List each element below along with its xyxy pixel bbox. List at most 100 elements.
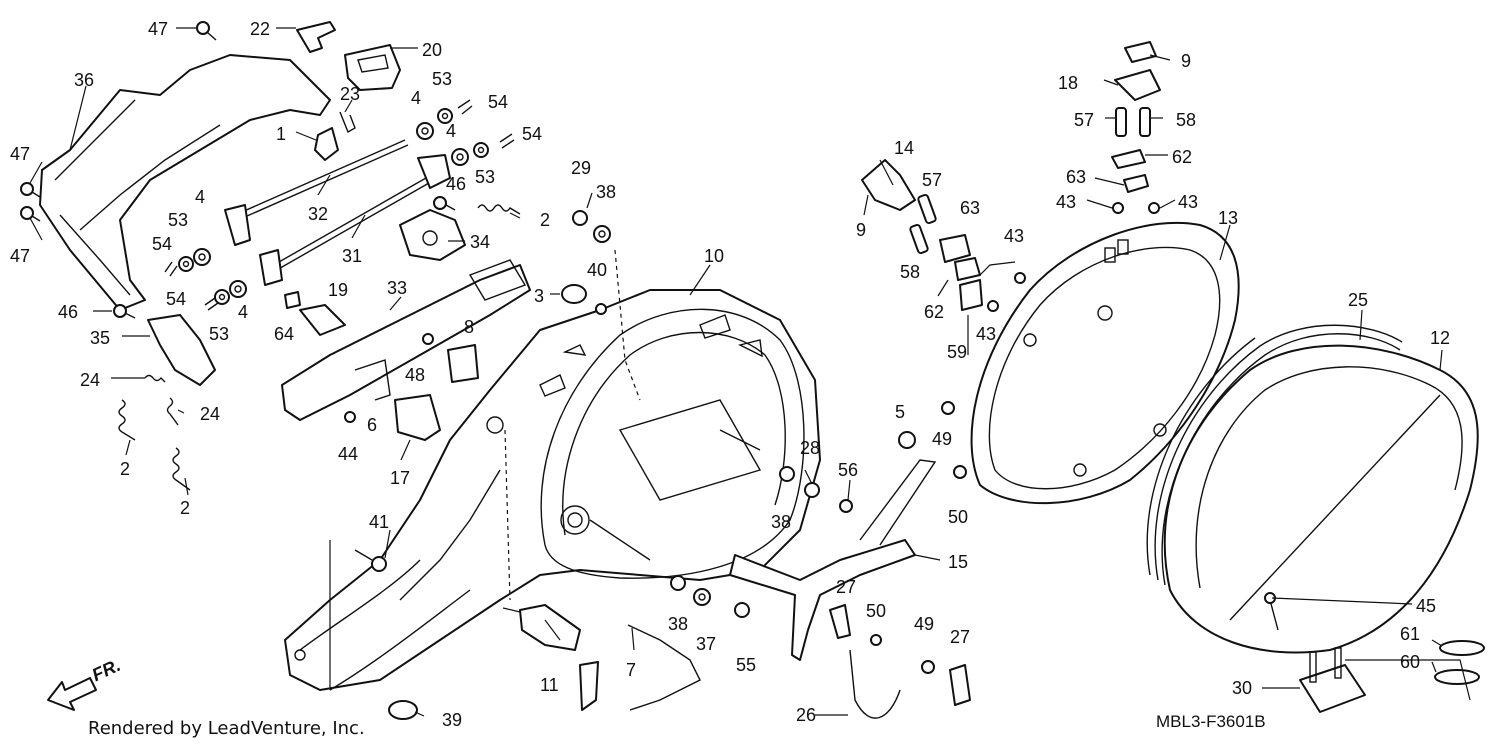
callout-18: 18 [1058,73,1078,93]
callout-27: 27 [836,577,856,597]
callout-40: 40 [587,260,607,280]
callout-47: 47 [10,144,30,164]
callout-62: 62 [1172,147,1192,167]
small-parts [20,21,1485,720]
part-7-cable [627,624,701,711]
callout-57: 57 [1074,110,1094,130]
callout-31: 31 [342,246,362,266]
callout-54: 54 [522,124,542,144]
callout-64: 64 [274,324,294,344]
callout-13: 13 [1218,208,1238,228]
part-6-clip [354,359,391,401]
part-32-rod [234,139,406,216]
callout-3: 3 [534,286,544,306]
callout-43: 43 [1004,226,1024,246]
callout-27: 27 [950,627,970,647]
part-31-rod [264,169,441,271]
callout-44: 44 [338,444,358,464]
callout-23: 23 [340,84,360,104]
callout-38: 38 [596,182,616,202]
washers [178,108,611,305]
callout-36: 36 [74,70,94,90]
callout-4: 4 [411,88,421,108]
part-15-strap [729,539,916,661]
callout-38: 38 [668,614,688,634]
callout-34: 34 [470,232,490,252]
callout-63: 63 [960,198,980,218]
callout-46: 46 [446,174,466,194]
part-10-saddlebag-body[interactable] [284,289,821,691]
callout-37: 37 [696,634,716,654]
callout-43: 43 [1178,192,1198,212]
callout-38: 38 [771,512,791,532]
callout-7: 7 [626,660,636,680]
callout-9: 9 [1181,51,1191,71]
part-35-hinge [147,314,216,386]
callout-20: 20 [422,40,442,60]
callout-32: 32 [308,204,328,224]
part-34-bracket [399,209,466,261]
callout-48: 48 [405,365,425,385]
callout-9: 9 [856,220,866,240]
callout-43: 43 [1056,192,1076,212]
part-1-latch [314,127,339,161]
part-25-seal[interactable] [1146,324,1403,586]
part-46-bolt-b [433,196,456,211]
callout-6: 6 [367,415,377,435]
part-46-bolt [113,304,136,319]
part-17-lock [394,394,441,441]
callout-2: 2 [540,210,550,230]
front-direction-arrow [47,677,97,711]
diagram-code: MBL3-F3601B [1156,712,1266,731]
leader-lines [29,27,1471,717]
part-26-cable [849,649,901,719]
callout-17: 17 [390,468,410,488]
callout-47: 47 [10,246,30,266]
callout-54: 54 [488,92,508,112]
callout-50: 50 [866,601,886,621]
callout-54: 54 [166,289,186,309]
callout-4: 4 [195,187,205,207]
part-14-hinge [861,159,916,211]
callout-39: 39 [442,710,462,730]
callout-19: 19 [328,280,348,300]
callout-4: 4 [446,121,456,141]
callout-22: 22 [250,19,270,39]
part-12-outer-lid[interactable] [1163,344,1479,654]
callout-53: 53 [209,324,229,344]
callout-53: 53 [432,69,452,89]
callout-56: 56 [838,460,858,480]
part-20-handle [344,44,401,91]
callout-53: 53 [475,167,495,187]
part-33-plate [281,264,531,421]
part-13-lid-inner[interactable] [970,221,1240,505]
callout-2: 2 [120,459,130,479]
part-8-clip [447,344,479,383]
callout-46: 46 [58,302,78,322]
callout-24: 24 [80,370,100,390]
callout-43: 43 [976,324,996,344]
callout-5: 5 [895,402,905,422]
callout-35: 35 [90,328,110,348]
footer-credit: Rendered by LeadVenture, Inc. [88,718,365,739]
part-39-grommet [388,700,418,720]
callout-12: 12 [1430,328,1450,348]
callout-49: 49 [932,429,952,449]
callout-60: 60 [1400,652,1420,672]
callout-25: 25 [1348,290,1368,310]
callout-29: 29 [571,158,591,178]
part-3-grommet [561,284,587,304]
callout-15: 15 [948,552,968,572]
callout-62: 62 [924,302,944,322]
callout-30: 30 [1232,678,1252,698]
callout-50: 50 [948,507,968,527]
callout-14: 14 [894,138,914,158]
callout-33: 33 [387,278,407,298]
callout-54: 54 [152,234,172,254]
part-23-clip [339,111,356,134]
callout-2: 2 [180,498,190,518]
callout-1: 1 [276,124,286,144]
callout-53: 53 [168,210,188,230]
